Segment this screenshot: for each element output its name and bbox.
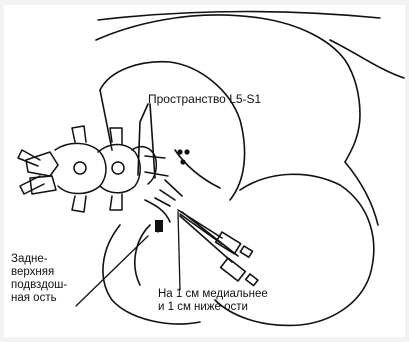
leader-space-2 [150, 104, 155, 178]
needle-assembly [178, 210, 258, 286]
hip-contour [330, 40, 404, 78]
lower-leg-curve-inner [135, 225, 150, 285]
label-entry-point: На 1 см медиальнее и 1 см ниже ости [158, 288, 268, 314]
target-arrows [155, 180, 182, 206]
vertebrae-group [18, 126, 168, 212]
leader-iliac [76, 236, 148, 306]
leader-entry [178, 212, 180, 290]
label-l5-s1-space: Пространство L5-S1 [148, 93, 261, 106]
body-outline [96, 15, 360, 162]
iliac-spine-marker [155, 220, 163, 232]
waist-line [100, 90, 112, 150]
cleft-line [175, 150, 220, 188]
label-posterior-superior-iliac-spine: Задне- верхняя подвздош- ная ость [11, 253, 67, 305]
